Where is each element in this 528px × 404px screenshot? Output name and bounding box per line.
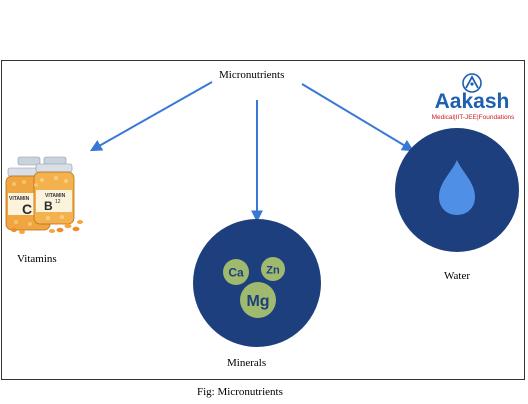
logo-name: Aakash — [434, 90, 510, 113]
arrow-to-water — [301, 83, 415, 152]
minerals-icon: Ca Zn Mg — [193, 219, 321, 347]
logo-tagline: Medical|IIT-JEE|Foundations — [431, 114, 515, 121]
mineral-zn: Zn — [266, 265, 280, 277]
svg-text:C: C — [22, 201, 32, 217]
svg-text:VITAMIN: VITAMIN — [45, 193, 66, 199]
mineral-mg: Mg — [246, 293, 269, 310]
label-vitamins: Vitamins — [17, 253, 57, 265]
aakash-logo-icon — [462, 73, 482, 93]
label-water: Water — [444, 270, 470, 282]
diagram-title: Micronutrients — [219, 69, 285, 81]
water-drop-icon — [395, 128, 519, 252]
diagram-frame — [1, 60, 525, 380]
mineral-ca: Ca — [228, 266, 244, 280]
figure-caption: Fig: Micronutrients — [197, 386, 283, 398]
vitamin-bottles-icon: VITAMIN C VITAMIN B 12 — [5, 156, 83, 234]
svg-text:B: B — [44, 199, 53, 213]
arrow-to-vitamins — [89, 81, 213, 152]
svg-text:12: 12 — [55, 199, 61, 205]
aakash-logo: Aakash Medical|IIT-JEE|Foundations — [424, 70, 522, 126]
label-minerals: Minerals — [227, 357, 267, 369]
svg-text:VITAMIN: VITAMIN — [9, 196, 30, 202]
